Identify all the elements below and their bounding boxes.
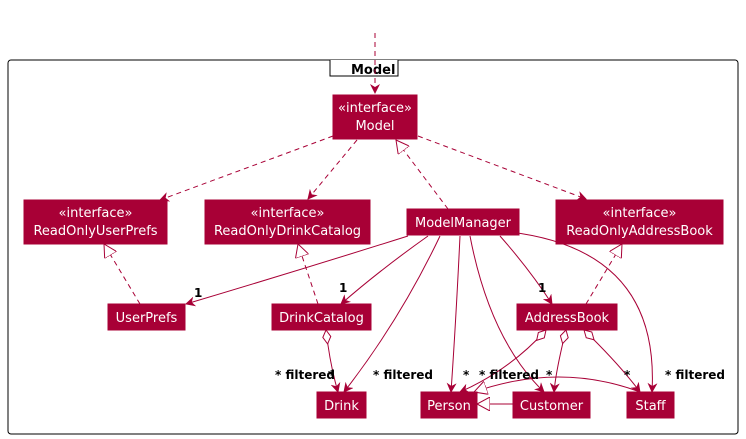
class-name: ReadOnlyDrinkCatalog (214, 224, 361, 239)
class-name: ModelManager (415, 216, 512, 231)
class-name: Customer (520, 399, 584, 414)
mult-staff-filtered: * filtered (665, 368, 725, 382)
edge-addressbook-person (459, 329, 547, 393)
class-read-only-drink-catalog[interactable]: «interface» ReadOnlyDrinkCatalog (204, 199, 371, 245)
class-model-manager[interactable]: ModelManager (406, 208, 520, 236)
edge-drinkcatalog-readonlydrinkcatalog (298, 244, 319, 305)
package-model: Model (7, 59, 739, 435)
class-name: DrinkCatalog (279, 311, 364, 326)
edge-model-readonlydrinkcatalog (307, 139, 358, 200)
class-name: ReadOnlyUserPrefs (33, 224, 157, 239)
mult-drink-catalog: 1 (339, 281, 347, 295)
class-name: Model (355, 119, 394, 134)
mult-drink-filtered-right: * filtered (373, 368, 433, 382)
mult-address-book: 1 (538, 281, 546, 295)
class-name: ReadOnlyAddressBook (566, 224, 713, 239)
class-name: UserPrefs (116, 311, 178, 326)
mult-drink-catalog-star: * (328, 368, 335, 382)
class-model[interactable]: «interface» Model (332, 94, 418, 140)
mult-user-prefs: 1 (194, 286, 202, 300)
edge-modelmanager-model (396, 140, 449, 210)
edge-addressbook-readonlyaddressbook (585, 244, 622, 305)
class-stereotype: «interface» (251, 206, 325, 221)
class-drink-catalog[interactable]: DrinkCatalog (271, 303, 372, 331)
class-stereotype: «interface» (603, 206, 677, 221)
class-name: Staff (635, 399, 666, 414)
class-read-only-address-book[interactable]: «interface» ReadOnlyAddressBook (555, 199, 724, 245)
class-name: Person (427, 399, 471, 414)
class-user-prefs[interactable]: UserPrefs (107, 303, 186, 331)
edge-modelmanager-staff (509, 231, 658, 393)
mult-staff-star: * (624, 368, 631, 382)
class-read-only-user-prefs[interactable]: «interface» ReadOnlyUserPrefs (23, 199, 168, 245)
class-stereotype: «interface» (59, 206, 133, 221)
edge-modelmanager-drink (343, 235, 441, 393)
class-name: AddressBook (525, 311, 610, 326)
edge-model-readonlyuserprefs (159, 135, 334, 202)
class-person[interactable]: Person (420, 391, 478, 419)
edge-addressbook-staff (583, 329, 641, 393)
mult-customer-star: * (546, 368, 553, 382)
class-customer[interactable]: Customer (512, 391, 591, 419)
class-stereotype: «interface» (338, 101, 412, 116)
class-name: Drink (324, 399, 359, 414)
edge-modelmanager-drinkcatalog (340, 235, 429, 305)
edge-modelmanager-person (446, 235, 461, 393)
multiplicity-labels: 1 1 1 * filtered * * filtered * * filter… (194, 281, 725, 382)
mult-person-star: * (463, 368, 470, 382)
class-drink[interactable]: Drink (316, 391, 367, 419)
edge-staff-person (474, 376, 641, 392)
edges (104, 135, 658, 404)
class-address-book[interactable]: AddressBook (516, 303, 618, 331)
edge-model-readonlyaddressbook (417, 135, 587, 201)
mult-person-filtered: * filtered (479, 368, 539, 382)
class-staff[interactable]: Staff (626, 391, 675, 419)
edge-modelmanager-userprefs (185, 235, 409, 307)
edge-userprefs-readonlyuserprefs (104, 244, 141, 305)
edge-drinkcatalog-drink (322, 328, 341, 393)
edge-addressbook-customer (549, 329, 569, 393)
mult-drink-filtered-left: * filtered (275, 368, 335, 382)
package-title: Model (351, 63, 395, 78)
edge-modelmanager-addressbook (499, 235, 553, 305)
